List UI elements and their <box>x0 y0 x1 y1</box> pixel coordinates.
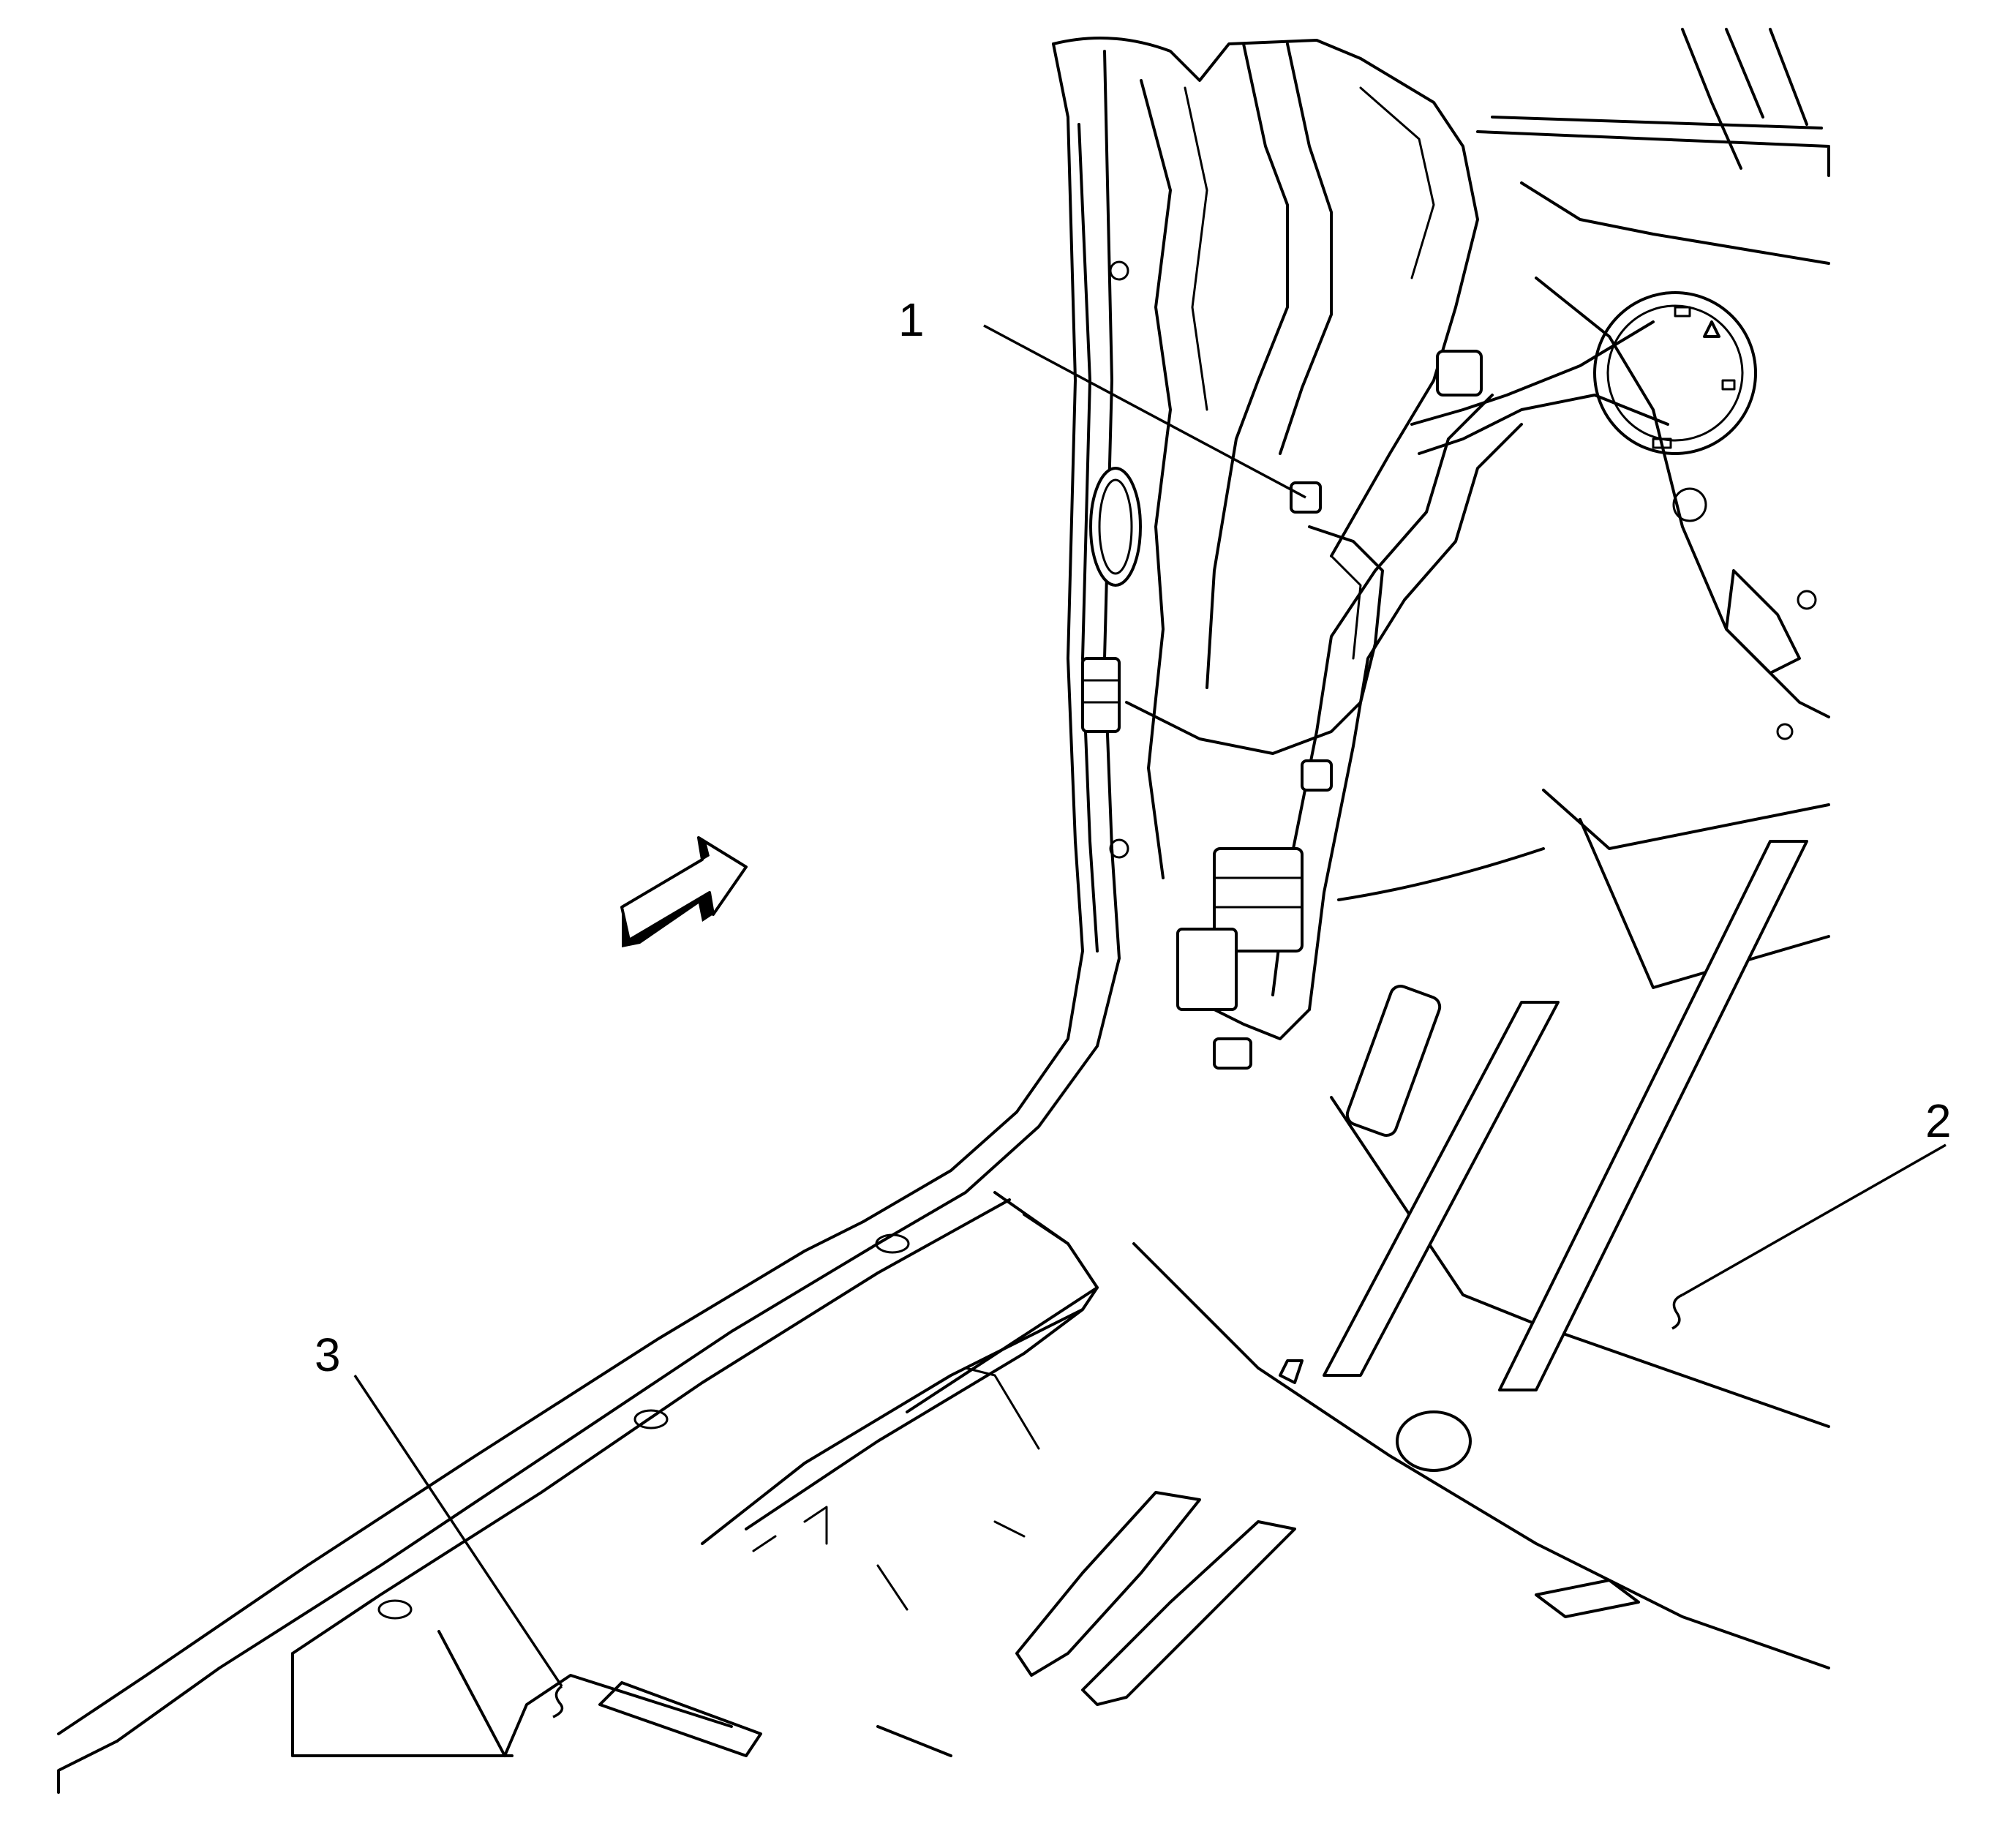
callout-3-leader <box>353 1375 563 1687</box>
callout-3-hook <box>552 1685 564 1718</box>
wiring-harness <box>1125 350 1483 1070</box>
callout-2: 2 <box>1925 1094 1952 1147</box>
callout-1: 1 <box>898 293 925 346</box>
callout-2-hook <box>1671 1293 1683 1330</box>
quarter-panel <box>1271 28 1830 1011</box>
callout-2-leader <box>1682 1143 1947 1296</box>
b-pillar <box>862 37 1479 1245</box>
rocker-sill <box>57 1191 1099 1794</box>
callout-3: 3 <box>315 1329 341 1381</box>
direction-arrow-icon <box>620 836 748 947</box>
callout-1-leader <box>983 324 1306 499</box>
floor-pan <box>503 840 1830 1757</box>
